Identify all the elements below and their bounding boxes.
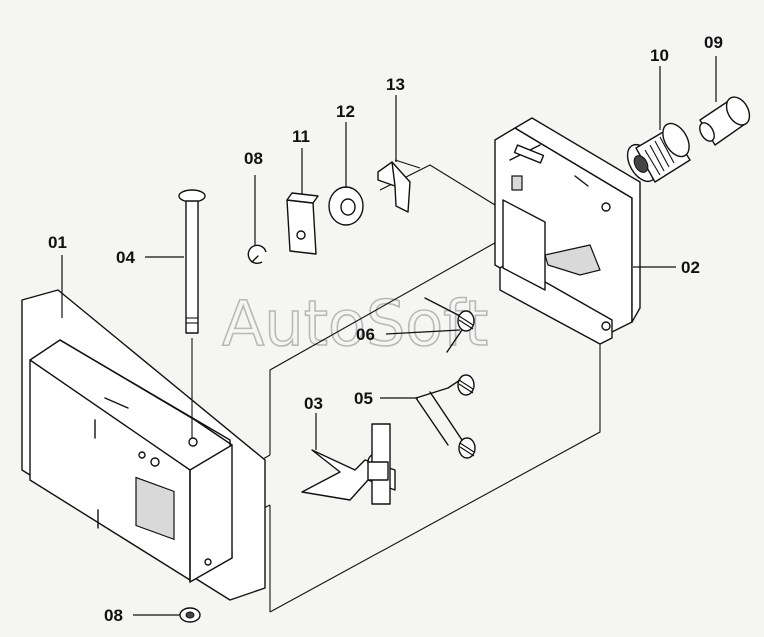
label-03: 03 [304, 394, 323, 413]
label-12: 12 [336, 102, 355, 121]
latch-lever [301, 423, 396, 505]
e-ring-bottom [179, 607, 201, 623]
label-13: 13 [386, 75, 405, 94]
label-04: 04 [116, 248, 135, 267]
label-09: 09 [704, 33, 723, 52]
e-ring-top [247, 244, 267, 265]
washer [328, 186, 364, 226]
watermark: AutoSoft [222, 287, 488, 360]
label-05: 05 [354, 389, 373, 408]
part-labels: 01 02 03 04 05 06 08 08 09 10 11 12 13 [48, 33, 723, 625]
label-01: 01 [48, 233, 67, 252]
latch-spring [415, 374, 476, 459]
clip [377, 161, 411, 213]
label-08-bottom: 08 [104, 606, 123, 625]
bolt [699, 96, 751, 146]
leader-lines [61, 56, 717, 616]
threaded-sleeve [626, 122, 691, 183]
pin [178, 189, 206, 438]
label-10: 10 [650, 46, 669, 65]
latch-bracket [494, 117, 641, 345]
lock-base-plate [21, 289, 266, 601]
label-02: 02 [681, 258, 700, 277]
label-11: 11 [292, 127, 310, 146]
label-08-top: 08 [244, 149, 263, 168]
small-plate [286, 192, 319, 255]
spring-upper [424, 297, 475, 353]
label-06: 06 [356, 325, 375, 344]
